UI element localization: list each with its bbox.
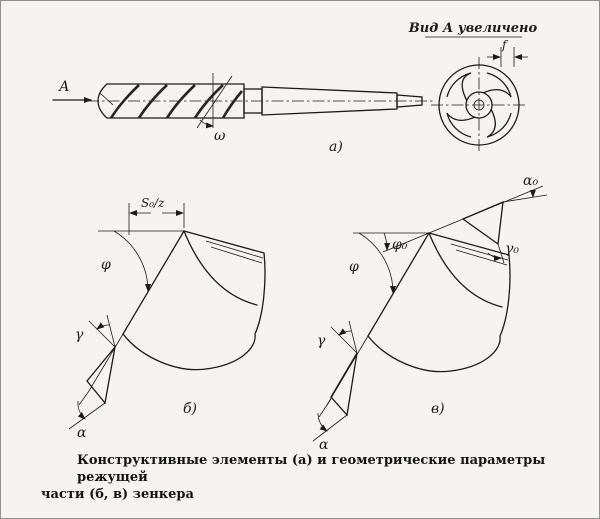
phi-arc <box>113 230 151 292</box>
gamma-arc <box>338 328 352 336</box>
alpha-reference-line <box>318 398 332 418</box>
tooth-land-arc <box>486 112 512 138</box>
gamma-face-line <box>88 320 116 348</box>
subfigure-b-label: б) <box>183 401 197 417</box>
tool-flute <box>137 84 168 119</box>
view-direction-label: А <box>58 79 70 95</box>
tool-tang <box>396 94 423 108</box>
phi0-label: φ₀ <box>392 237 408 253</box>
gamma0-arc <box>487 252 502 262</box>
tooth-land-arc <box>446 112 472 138</box>
alpha0-label: α₀ <box>523 173 538 189</box>
cutting-edge-extension <box>88 333 124 392</box>
phi-label: φ <box>349 259 359 275</box>
tool-tip-edge <box>99 92 114 106</box>
end-view-flute <box>446 112 476 121</box>
tool-side-view: А ω а) <box>52 73 435 155</box>
view-a-title: Вид А увеличено <box>408 21 538 36</box>
alpha-reference-line <box>78 390 90 406</box>
figure-caption: Конструктивные элементы (а) и геометриче… <box>41 453 581 504</box>
subfigure-v-label: в) <box>431 401 445 417</box>
gamma0-reference-line <box>497 243 505 264</box>
gamma-reference-line <box>106 314 116 348</box>
end-view-flute <box>482 89 512 98</box>
tool-taper-shank <box>261 86 398 116</box>
end-view-flute <box>486 108 496 138</box>
cutter-corner-outline <box>367 232 511 373</box>
alpha-label: α <box>77 425 87 441</box>
cutting-wedge-section <box>86 344 117 405</box>
phi-arc <box>358 232 396 294</box>
flute-face-curve <box>183 230 258 306</box>
omega-arc <box>199 119 214 129</box>
gamma-face-line <box>330 326 358 354</box>
omega-helix-line <box>196 75 233 129</box>
corner-wedge-section <box>461 200 504 246</box>
end-view-hub-circle <box>465 91 493 119</box>
tooth-land-arc <box>486 72 512 98</box>
omega-label: ω <box>214 128 226 144</box>
phi0-arc <box>383 232 391 251</box>
margin-line <box>205 240 264 259</box>
tool-flute <box>165 84 196 119</box>
tool-flute <box>193 84 224 119</box>
end-view-outer-circle <box>438 64 520 146</box>
tool-flute <box>221 90 243 119</box>
alpha-arc <box>317 412 328 432</box>
phi-label: φ <box>101 257 111 273</box>
gamma-label: γ <box>75 327 84 343</box>
f-dimension-label: f <box>501 38 509 52</box>
end-view-center-hole <box>473 99 485 111</box>
tool-flute <box>109 84 140 119</box>
alpha-flank-line <box>68 402 106 430</box>
alpha0-reference-line <box>502 194 548 203</box>
tool-end-view: Вид А увеличено f <box>408 21 538 153</box>
cutter-corner-outline <box>122 230 266 371</box>
s0z-dimension-label: S₀/z <box>141 196 165 210</box>
cutting-wedge-section <box>330 352 358 417</box>
cutting-edge-extension <box>326 335 369 406</box>
gamma-reference-line <box>348 320 358 354</box>
caption-line-1: Конструктивные элементы (а) и геометриче… <box>77 453 546 485</box>
fig-v-cutting-geometry: α₀ γ₀ φ φ₀ γ α в) <box>312 173 548 453</box>
alpha0-arc <box>529 189 536 198</box>
subfigure-a-label: а) <box>329 139 343 155</box>
fig-b-cutting-geometry: S₀/z φ γ <box>68 196 266 441</box>
alpha-arc <box>77 400 86 420</box>
gamma0-label: γ₀ <box>505 241 519 257</box>
alpha-label: α <box>319 437 329 453</box>
gamma-arc <box>96 322 110 330</box>
tool-body-outline <box>97 83 245 119</box>
gamma-label: γ <box>317 333 326 349</box>
margin-line <box>455 249 508 266</box>
end-view-flute <box>461 72 472 102</box>
flute-face-curve <box>428 232 503 308</box>
alpha-flank-line <box>312 414 348 442</box>
caption-line-2: части (б, в) зенкера <box>41 486 194 502</box>
margin-line <box>210 246 263 264</box>
